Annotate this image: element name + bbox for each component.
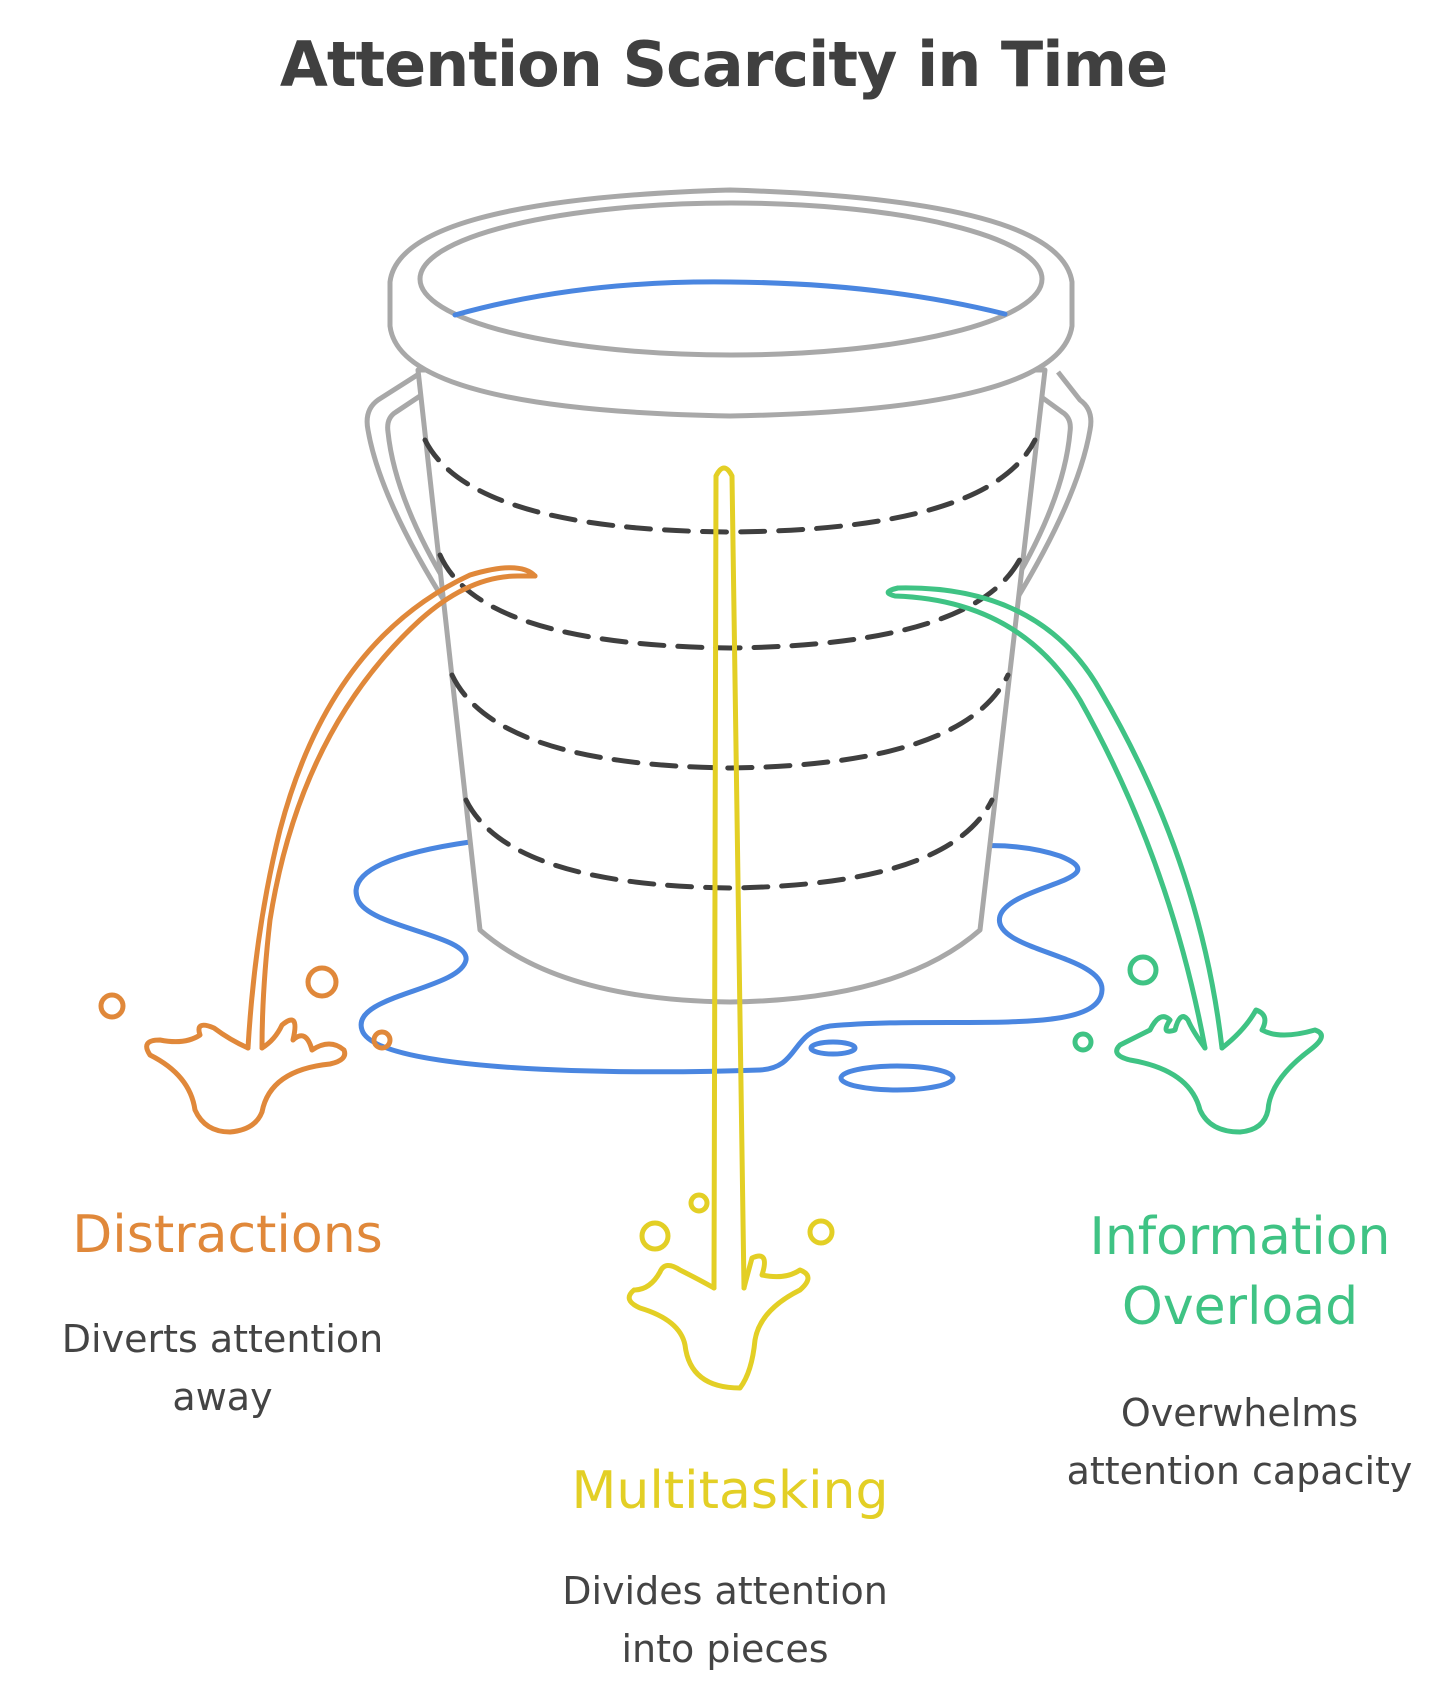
page-title: Attention Scarcity in Time: [279, 28, 1168, 101]
information-overload-description: Overwhelms attention capacity: [1066, 1391, 1413, 1493]
multitasking-stream: [626, 465, 835, 1391]
information-overload-stream: [885, 585, 1324, 1135]
bucket-rim-inner: [417, 200, 1045, 358]
distractions-heading: Distractions: [72, 1205, 383, 1265]
information-overload-heading: Information Overload: [1089, 1207, 1391, 1337]
multitasking-description: Divides attention into pieces: [562, 1569, 888, 1671]
bucket-body: [415, 367, 1048, 1005]
bucket-level-rings: [422, 437, 1038, 891]
water-droplet-large: [838, 1063, 956, 1093]
distractions-stream: [98, 565, 538, 1135]
distractions-description: Diverts attention away: [61, 1317, 384, 1419]
water-surface: [452, 279, 1008, 318]
water-puddle: [353, 839, 1105, 1075]
water-droplet-small: [808, 1039, 858, 1057]
multitasking-heading: Multitasking: [571, 1461, 889, 1521]
